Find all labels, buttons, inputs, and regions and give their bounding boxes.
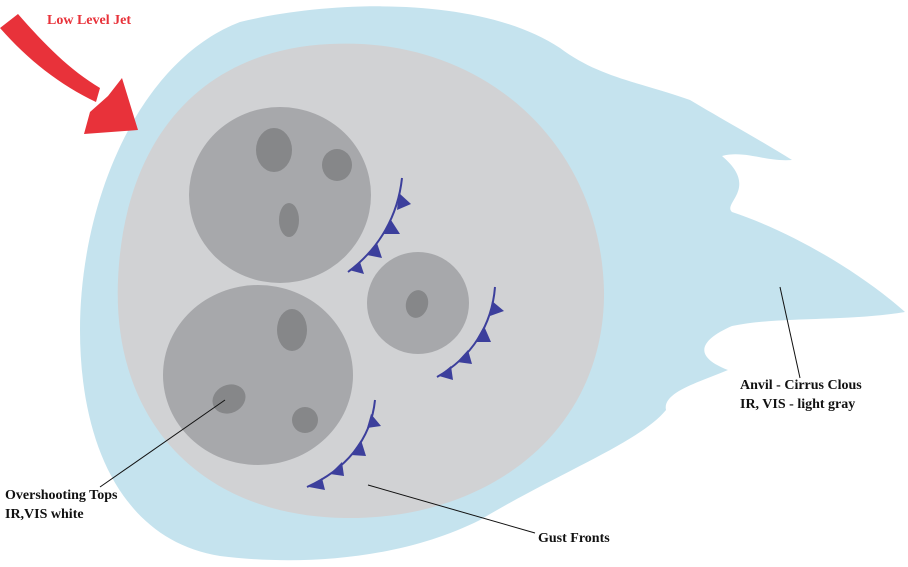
anvil-label-line1: Anvil - Cirrus Clous [740,378,862,393]
tops-leader-line [99,399,226,488]
gust-front [436,286,504,380]
overshooting-top [277,309,307,351]
gust-fronts-label: Gust Fronts [538,531,610,546]
anvil-label: Anvil - Cirrus Clous IR, VIS - light gra… [740,376,862,414]
cell-top-left [189,107,371,283]
overshooting-top [292,407,318,433]
overshooting-top [405,290,429,318]
overshooting-top [322,149,352,181]
gust-front [306,399,381,490]
low-level-jet-label: Low Level Jet [47,13,131,28]
tops-label-line2: IR,VIS white [5,507,84,522]
gust-front [347,177,411,274]
gust-leader-line [367,484,536,534]
overshooting-tops-label: Overshooting Tops IR,VIS white [5,486,117,524]
overshooting-top [256,128,292,172]
low-level-jet-arrow [0,14,138,134]
anvil-label-line2: IR, VIS - light gray [740,397,856,412]
cell-bottom-left [163,285,353,465]
anvil-leader-line [779,286,801,379]
overshooting-top [212,384,246,414]
overshooting-top [279,203,299,237]
tops-label-line1: Overshooting Tops [5,488,118,503]
